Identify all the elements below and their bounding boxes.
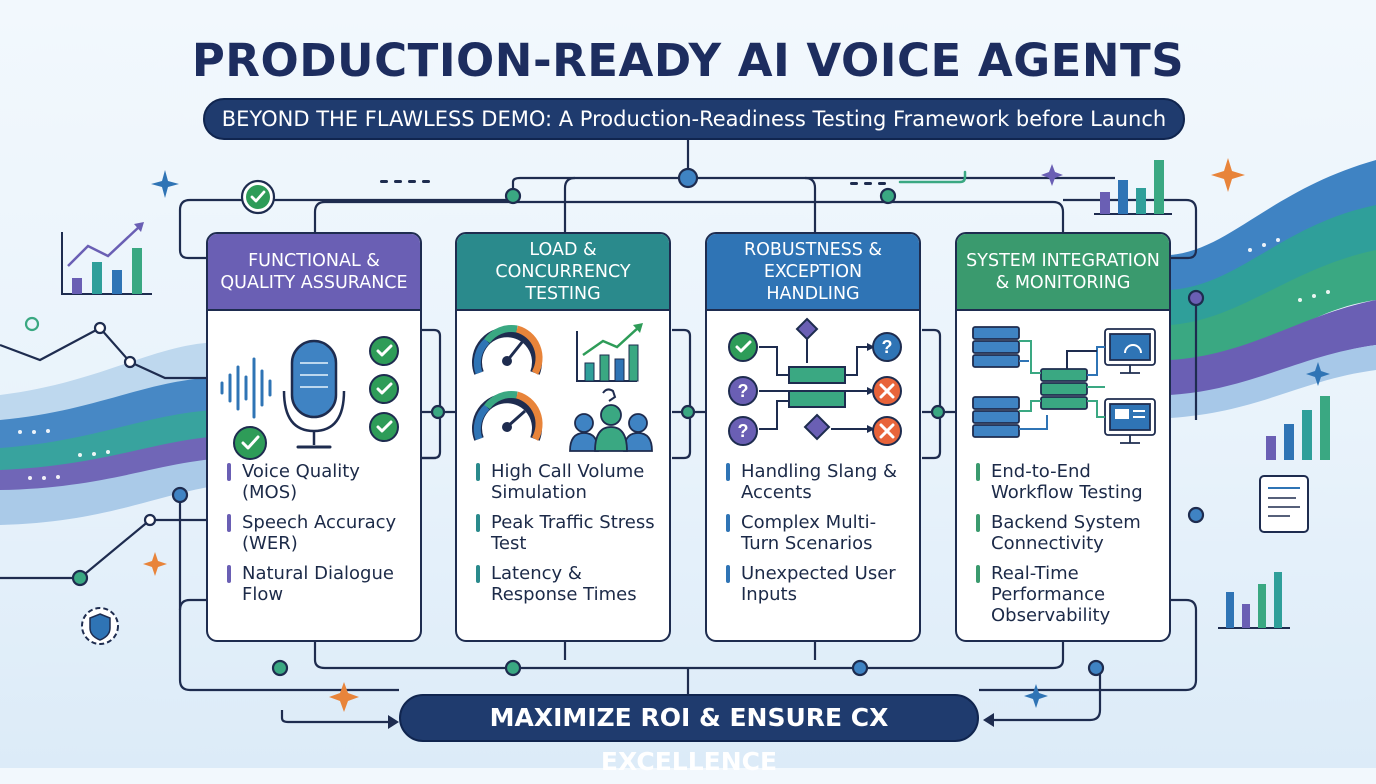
page-title: PRODUCTION-READY AI VOICE AGENTS: [191, 34, 1185, 87]
card-load-concurrency: LOAD & CONCURRENCY TESTING: [455, 232, 671, 642]
list-item: Real-Time Performance Observability: [971, 563, 1161, 626]
list-item: Backend System Connectivity: [971, 512, 1161, 554]
left-wave-bands: [0, 342, 250, 525]
bar-chart-icon: [576, 323, 643, 382]
connector-nodes: [24, 167, 1205, 677]
mini-bar-chart-topleft: [61, 222, 152, 295]
list-item: Unexpected User Inputs: [721, 563, 911, 605]
question-icon: ? ? ?: [728, 332, 902, 446]
card-title: ROBUSTNESS & EXCEPTION HANDLING: [707, 234, 919, 311]
sparkle-icons: [143, 158, 1330, 712]
sound-wave-icon: [220, 357, 272, 419]
server-icon: [972, 326, 1088, 438]
list-item: Complex Multi-Turn Scenarios: [721, 512, 911, 554]
check-icon: [233, 336, 399, 460]
document-window-icon: [1259, 475, 1309, 533]
list-item: Latency & Response Times: [471, 563, 661, 605]
list-item: Voice Quality (MOS): [222, 461, 412, 503]
svg-text:?: ?: [738, 381, 749, 401]
mini-bar-chart-bottomright: [1218, 572, 1290, 629]
connector-lines: [0, 140, 1198, 724]
card-item-list: Handling Slang & Accents Complex Multi-T…: [707, 461, 919, 605]
error-icon: [872, 376, 902, 446]
list-item: High Call Volume Simulation: [471, 461, 661, 503]
arrowheads: [867, 343, 875, 433]
background-decoration: [0, 140, 1376, 729]
mini-bar-chart-topright: [1094, 160, 1172, 215]
card-illustration: [457, 311, 669, 461]
monitor-icon: [1104, 328, 1156, 444]
card-functional-quality: FUNCTIONAL & QUALITY ASSURANCE: [206, 232, 422, 642]
svg-text:?: ?: [738, 421, 749, 441]
mini-bar-chart-right: [1266, 396, 1330, 460]
users-icon: [569, 388, 653, 452]
card-item-list: Voice Quality (MOS) Speech Accuracy (WER…: [208, 461, 420, 605]
svg-text:?: ?: [882, 337, 893, 357]
card-system-integration: SYSTEM INTEGRATION & MONITORING: [955, 232, 1171, 642]
list-item: Handling Slang & Accents: [721, 461, 911, 503]
card-robustness-exception: ROBUSTNESS & EXCEPTION HANDLING: [705, 232, 921, 642]
left-wave-dots: [18, 429, 110, 480]
card-title: LOAD & CONCURRENCY TESTING: [457, 234, 669, 311]
check-badge: [240, 179, 276, 215]
card-illustration: [208, 311, 420, 461]
check-icon: [728, 332, 758, 362]
shield-icon: [81, 607, 119, 645]
flowchart-icon: [759, 317, 871, 441]
card-item-list: End-to-End Workflow Testing Backend Syst…: [957, 461, 1169, 626]
footer-banner: MAXIMIZE ROI & ENSURE CX EXCELLENCE: [399, 694, 979, 776]
list-item: Speech Accuracy (WER): [222, 512, 412, 554]
card-illustration: [957, 311, 1169, 461]
footer-arrows: [388, 713, 994, 729]
card-title: SYSTEM INTEGRATION & MONITORING: [957, 234, 1169, 311]
list-item: Peak Traffic Stress Test: [471, 512, 661, 554]
subtitle-banner: BEYOND THE FLAWLESS DEMO: A Production-R…: [203, 98, 1185, 140]
right-wave-bands: [1170, 160, 1376, 418]
list-item: Natural Dialogue Flow: [222, 563, 412, 605]
card-item-list: High Call Volume Simulation Peak Traffic…: [457, 461, 669, 605]
card-title: FUNCTIONAL & QUALITY ASSURANCE: [208, 234, 420, 311]
card-illustration: ? ? ?: [707, 311, 919, 461]
right-wave-dots: [1248, 238, 1330, 302]
gauge-icon: [472, 325, 543, 441]
list-item: End-to-End Workflow Testing: [971, 461, 1161, 503]
dash-lines: [380, 180, 886, 185]
network-icon: [1019, 340, 1105, 430]
microphone-icon: [282, 339, 346, 449]
